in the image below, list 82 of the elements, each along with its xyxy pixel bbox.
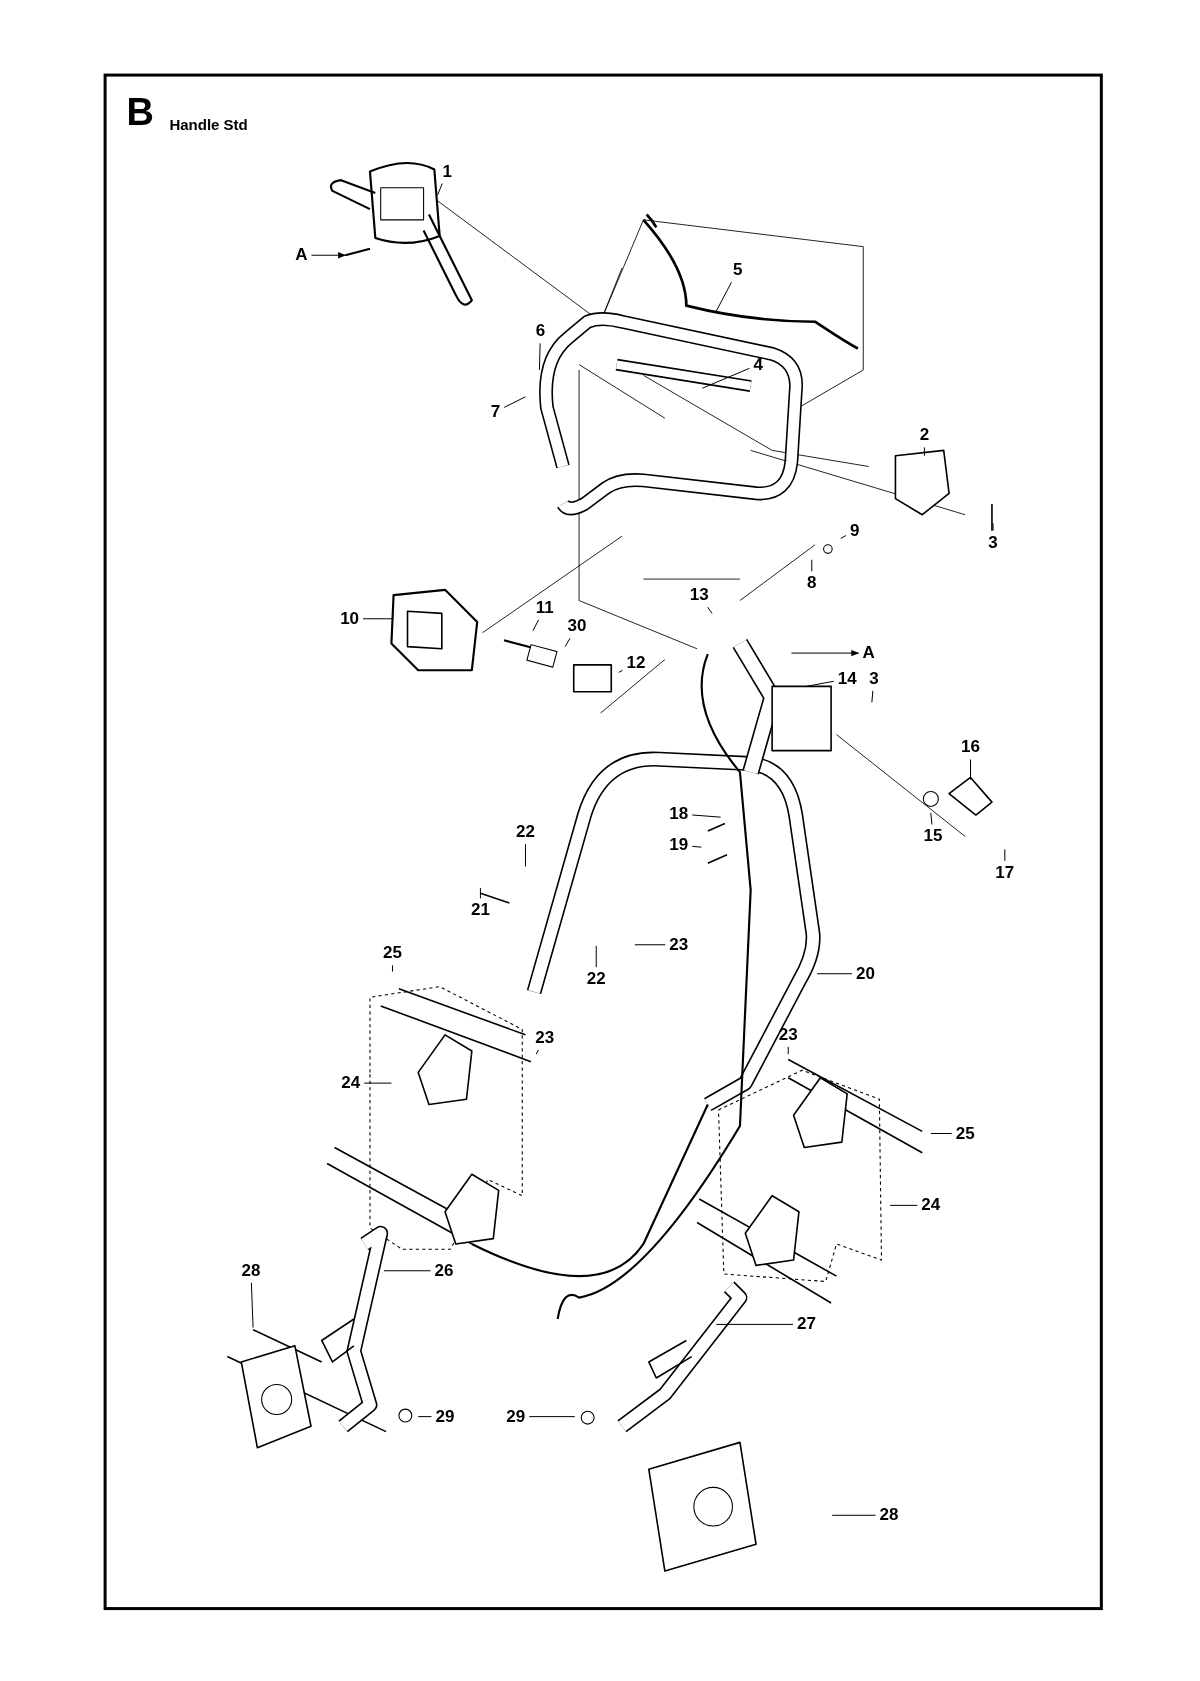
callout-number: 28 (239, 1260, 263, 1281)
leader-line (871, 690, 874, 703)
callout-number: 22 (514, 822, 537, 843)
leader-line (889, 1204, 918, 1206)
leader-line (363, 1082, 392, 1084)
callout-number: 22 (584, 969, 608, 990)
leader-line (417, 1416, 433, 1418)
callout-number: 7 (488, 401, 503, 422)
callout-number: 6 (533, 321, 548, 342)
leader-line (816, 973, 853, 975)
callout-number: 11 (533, 598, 556, 619)
callout-number: 25 (381, 943, 404, 964)
leader-line (707, 606, 713, 614)
callout-number: 29 (433, 1406, 457, 1427)
leader-line (923, 446, 925, 457)
leader-line (691, 814, 722, 818)
leader-line (383, 1270, 431, 1272)
leader-line (535, 1049, 539, 1055)
callout-number: 12 (624, 652, 648, 673)
callout-number: 5 (731, 260, 745, 281)
callout-number: 4 (751, 354, 765, 375)
leader-line (618, 669, 623, 673)
leader-line (805, 680, 835, 687)
callout-number: 18 (667, 803, 691, 824)
leader-line (564, 637, 571, 648)
leader-line (532, 619, 539, 632)
callout-number: 23 (533, 1028, 557, 1049)
leader-line (1004, 848, 1006, 862)
leader-line (787, 1046, 789, 1055)
callout-number: 25 (953, 1123, 977, 1144)
leader-line (930, 1133, 953, 1134)
leader-line (831, 1514, 877, 1516)
leader-line (992, 522, 994, 532)
callout-number: 1 (440, 161, 454, 182)
callout-number: A (860, 643, 877, 664)
callout-number: 20 (853, 963, 877, 984)
leader-line (528, 1416, 576, 1418)
callout-number: 30 (565, 616, 589, 637)
callout-number: 9 (847, 520, 862, 541)
leader-line (479, 887, 481, 899)
callout-number: 21 (468, 900, 492, 921)
leader-line (715, 1323, 794, 1325)
leader-line (691, 845, 702, 848)
leader-line (437, 183, 443, 196)
callout-number: 16 (959, 737, 982, 758)
callout-number: 15 (921, 826, 945, 847)
callout-number: 24 (339, 1073, 363, 1094)
section-letter: B (126, 91, 154, 135)
callout-number: 13 (687, 585, 711, 606)
leader-line (634, 944, 666, 946)
leader-line (250, 1282, 254, 1329)
callout-number: 28 (877, 1505, 901, 1526)
leader-line (715, 281, 732, 312)
leader-line (970, 758, 971, 781)
callout-number: 23 (667, 934, 691, 955)
leader-line (538, 342, 541, 371)
callout-number: 27 (794, 1314, 818, 1335)
leader-line (701, 367, 750, 389)
callout-number: 26 (432, 1260, 456, 1281)
callout-number: 3 (986, 532, 1000, 553)
callout-number: 19 (667, 835, 691, 856)
callout-number: 29 (504, 1406, 528, 1427)
callout-number: 23 (776, 1024, 800, 1045)
callout-number: 8 (805, 573, 819, 594)
leader-line (392, 964, 393, 973)
arrow (310, 252, 347, 259)
callout-number: A (293, 245, 310, 266)
leader-line (362, 618, 393, 620)
leader-line (503, 396, 526, 408)
leader-line (524, 843, 526, 867)
leader-line (595, 945, 597, 968)
arrow (790, 649, 860, 657)
callout-number: 24 (919, 1195, 943, 1216)
callout-number: 3 (867, 668, 881, 689)
leader-line (840, 535, 847, 539)
section-title: Handle Std (169, 115, 248, 133)
leader-line (930, 812, 933, 825)
callout-number: 2 (917, 425, 932, 446)
callout-number: 17 (993, 862, 1017, 883)
leader-line (811, 559, 813, 572)
callout-number: 14 (835, 668, 859, 689)
callout-number: 10 (338, 608, 362, 629)
